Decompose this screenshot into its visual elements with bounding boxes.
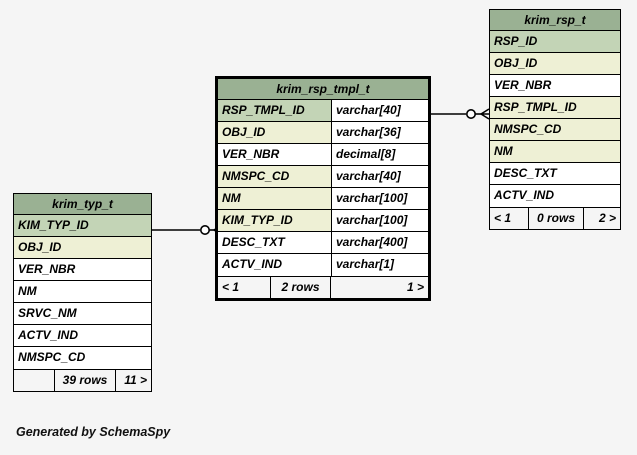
column-row[interactable]: DESC_TXT [490,163,620,185]
entity-title-krim-rsp-t: krim_rsp_t [490,10,620,31]
column-name: NM [218,188,331,209]
column-name: RSP_ID [490,31,620,52]
column-row[interactable]: RSP_ID [490,31,620,53]
prev-page-button[interactable]: < 1 [490,208,528,229]
column-row[interactable]: VER_NBR decimal[8] [218,144,428,166]
column-row[interactable]: NMSPC_CD varchar[40] [218,166,428,188]
column-row[interactable]: KIM_TYP_ID varchar[100] [218,210,428,232]
column-name: SRVC_NM [14,303,151,324]
column-row[interactable]: NM [490,141,620,163]
column-name: NM [14,281,151,302]
entity-footer-krim-typ-t: 39 rows 11 > [14,369,151,391]
column-name: ACTV_IND [218,254,331,276]
column-row[interactable]: VER_NBR [14,259,151,281]
prev-page-button[interactable]: < 1 [218,277,270,298]
entity-footer-krim-rsp-tmpl-t: < 1 2 rows 1 > [218,276,428,298]
column-type: varchar[100] [331,210,428,231]
entity-krim-rsp-t[interactable]: krim_rsp_t RSP_ID OBJ_ID VER_NBR RSP_TMP… [489,9,621,230]
column-type: varchar[40] [331,166,428,187]
column-row[interactable]: ACTV_IND [490,185,620,207]
column-name: OBJ_ID [218,122,331,143]
column-row[interactable]: NM varchar[100] [218,188,428,210]
row-count-label: 2 rows [270,277,331,298]
column-name: KIM_TYP_ID [218,210,331,231]
column-name: NMSPC_CD [490,119,620,140]
column-row[interactable]: NMSPC_CD [490,119,620,141]
column-name: DESC_TXT [490,163,620,184]
column-name: VER_NBR [490,75,620,96]
entity-columns-krim-typ-t: KIM_TYP_ID OBJ_ID VER_NBR NM SRVC_NM ACT… [14,215,151,369]
column-name: VER_NBR [14,259,151,280]
entity-title-krim-typ-t: krim_typ_t [14,194,151,215]
entity-krim-typ-t[interactable]: krim_typ_t KIM_TYP_ID OBJ_ID VER_NBR NM … [13,193,152,392]
column-name: DESC_TXT [218,232,331,253]
column-row[interactable]: OBJ_ID [490,53,620,75]
column-type: decimal[8] [331,144,428,165]
column-row[interactable]: DESC_TXT varchar[400] [218,232,428,254]
column-row[interactable]: ACTV_IND varchar[1] [218,254,428,276]
column-name: ACTV_IND [490,185,620,207]
prev-page-button[interactable] [14,370,54,391]
column-row[interactable]: OBJ_ID [14,237,151,259]
entity-title-krim-rsp-tmpl-t: krim_rsp_tmpl_t [218,79,428,100]
column-name: RSP_TMPL_ID [218,100,331,121]
entity-columns-krim-rsp-t: RSP_ID OBJ_ID VER_NBR RSP_TMPL_ID NMSPC_… [490,31,620,207]
column-type: varchar[1] [331,254,428,276]
row-count-label: 0 rows [528,208,584,229]
column-name: NM [490,141,620,162]
entity-footer-krim-rsp-t: < 1 0 rows 2 > [490,207,620,229]
column-type: varchar[400] [331,232,428,253]
column-row[interactable]: KIM_TYP_ID [14,215,151,237]
column-name: ACTV_IND [14,325,151,346]
next-page-button[interactable]: 1 > [331,277,428,298]
row-count-label: 39 rows [54,370,116,391]
column-name: RSP_TMPL_ID [490,97,620,118]
column-row[interactable]: SRVC_NM [14,303,151,325]
column-name: NMSPC_CD [14,347,151,369]
next-page-button[interactable]: 11 > [116,370,151,391]
column-name: NMSPC_CD [218,166,331,187]
column-type: varchar[36] [331,122,428,143]
column-name: OBJ_ID [490,53,620,74]
relationship-tmpl-to-rsp [431,108,490,120]
schemaspy-credit: Generated by SchemaSpy [16,425,171,439]
next-page-button[interactable]: 2 > [584,208,620,229]
column-row[interactable]: RSP_TMPL_ID [490,97,620,119]
column-type: varchar[100] [331,188,428,209]
column-type: varchar[40] [331,100,428,121]
column-row[interactable]: NM [14,281,151,303]
column-row[interactable]: ACTV_IND [14,325,151,347]
column-row[interactable]: VER_NBR [490,75,620,97]
entity-krim-rsp-tmpl-t[interactable]: krim_rsp_tmpl_t RSP_TMPL_ID varchar[40] … [215,76,431,301]
relationship-typ-to-tmpl [152,224,223,236]
column-name: VER_NBR [218,144,331,165]
column-row[interactable]: RSP_TMPL_ID varchar[40] [218,100,428,122]
column-row[interactable]: OBJ_ID varchar[36] [218,122,428,144]
column-name: KIM_TYP_ID [14,215,151,236]
column-row[interactable]: NMSPC_CD [14,347,151,369]
entity-columns-krim-rsp-tmpl-t: RSP_TMPL_ID varchar[40] OBJ_ID varchar[3… [218,100,428,276]
column-name: OBJ_ID [14,237,151,258]
